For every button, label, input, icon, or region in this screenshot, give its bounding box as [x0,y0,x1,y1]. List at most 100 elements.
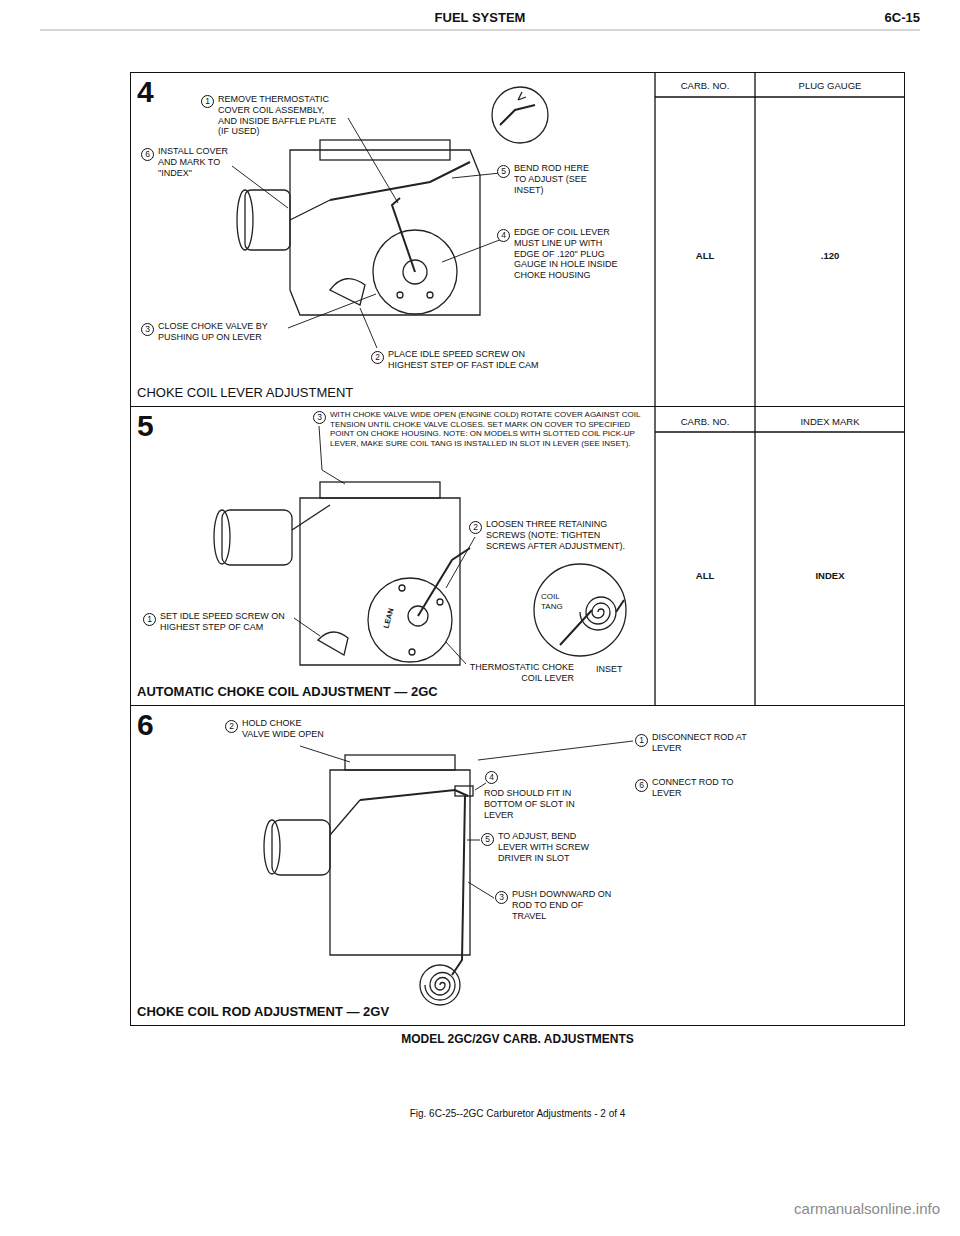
part-name: THERMOSTATIC CHOKE COIL LEVER [462,662,574,684]
table-header: INDEX MARK [755,416,905,427]
leader-line [360,308,377,348]
table-cell: ALL [655,570,755,581]
step-number: 6 [137,710,154,740]
callout-text: REMOVE THERMOSTATIC COVER COIL ASSEMBLY,… [218,94,343,137]
choke-rod [452,796,465,975]
air-horn [320,140,450,160]
watermark: carmanualsonline.info [740,1200,940,1218]
page-number: 6C-15 [860,10,920,26]
callout-text: INSTALL COVER AND MARK TO "INDEX" [158,146,230,178]
vacuum-break-link [292,505,330,530]
carburetor-drawing [264,755,473,1005]
callout-text: ROD SHOULD FIT IN BOTTOM OF SLOT IN LEVE… [484,788,584,820]
callout-number: 6 [635,779,648,792]
callout-text: WITH CHOKE VALVE WIDE OPEN (ENGINE COLD)… [330,410,648,448]
coil-tang [616,600,624,612]
vacuum-break-link [290,200,330,220]
table-line [654,72,655,706]
leader-lines [300,741,633,898]
leader-lines [232,118,510,348]
table-header: CARB. NO. [655,416,755,427]
panel-title: CHOKE COIL LEVER ADJUSTMENT [137,386,353,401]
adjustment-panel: 6CHOKE COIL ROD ADJUSTMENT — 2GV [130,705,905,1026]
table-cell: INDEX [755,570,905,581]
leader-line [294,618,320,636]
callout-text: CONNECT ROD TO LEVER [652,777,747,799]
callout-text: DISCONNECT ROD AT LEVER [652,732,747,754]
coil-spring [580,597,616,630]
callout-text: CLOSE CHOKE VALVE BY PUSHING UP ON LEVER [158,321,283,343]
panel-title: CHOKE COIL ROD ADJUSTMENT — 2GV [137,1005,389,1020]
callout-number: 2 [469,521,482,534]
inset-circle [492,87,548,143]
carburetor-drawing [214,482,626,665]
callout-number: 3 [495,891,508,904]
table-cell: ALL [655,250,755,261]
slotted-lever [455,786,473,796]
coil-lever [392,198,415,272]
retaining-screw [409,649,415,655]
callout-number: 4 [485,771,498,784]
callout-number: 2 [371,351,384,364]
vacuum-break [272,820,330,875]
adjustment-panel: 5AUTOMATIC CHOKE COIL ADJUSTMENT — 2GC [130,406,905,706]
callout-text: TO ADJUST, BEND LEVER WITH SCREW DRIVER … [498,831,608,863]
callout-text: EDGE OF COIL LEVER MUST LINE UP WITH EDG… [514,227,629,281]
air-horn [320,482,440,498]
callout-text: SET IDLE SPEED SCREW ON HIGHEST STEP OF … [160,611,290,633]
fast-idle-cam [318,632,348,655]
callout-number: 6 [141,148,154,161]
leader-line [232,166,288,208]
choke-cover [368,578,452,662]
callout-number: 3 [141,323,154,336]
carburetor-body [330,770,470,955]
leader-line [467,840,480,841]
coil-housing [420,965,460,1005]
leader-line [446,537,475,588]
air-horn [345,755,455,770]
callout-number: 2 [225,720,238,733]
callout-text: LOOSEN THREE RETAINING SCREWS (NOTE: TIG… [486,519,626,551]
carburetor-body [290,150,480,315]
callout-number: 5 [481,833,494,846]
panel-title: AUTOMATIC CHOKE COIL ADJUSTMENT — 2GC [137,685,438,700]
vacuum-break [222,510,292,565]
retaining-screw [437,599,443,605]
table-line [754,72,755,706]
leader-line [300,746,350,762]
step-number: 4 [137,77,154,107]
leader-line [468,882,494,898]
callout-number: 5 [497,165,510,178]
vacuum-break [245,190,290,250]
retaining-screw [399,585,405,591]
callout-number: 1 [635,734,648,747]
callout-text: PUSH DOWNWARD ON ROD TO END OF TRAVEL [512,889,612,921]
table-line [655,431,905,432]
table-header: CARB. NO. [655,80,755,91]
callout-number: 4 [497,229,510,242]
inset-arrow [518,92,526,100]
header-rule [40,30,920,31]
leader-line [288,294,376,328]
table-grid [655,72,905,706]
leader-lines [294,426,475,664]
table-header: PLUG GAUGE [755,80,905,91]
vacuum-break-cover [237,190,253,250]
callout-number: 1 [201,95,214,108]
gauge-hole [397,292,403,298]
vacuum-break-link [330,800,360,835]
inset-circle [534,564,626,656]
choke-lever [418,548,470,616]
callout-number: 3 [313,411,326,424]
table-line [655,96,905,97]
callout-text: COIL TANG [541,592,573,611]
carburetor-body [300,498,460,665]
figure-caption: Fig. 6C-25--2GC Carburetor Adjustments -… [130,1108,905,1120]
callout-number: 1 [143,613,156,626]
leader-line [446,642,466,664]
choke-rod [330,162,470,200]
figure-heading: MODEL 2GC/2GV CARB. ADJUSTMENTS [130,1032,905,1046]
section-heading: FUEL SYSTEM [330,10,630,26]
pickup-lever [560,610,592,645]
